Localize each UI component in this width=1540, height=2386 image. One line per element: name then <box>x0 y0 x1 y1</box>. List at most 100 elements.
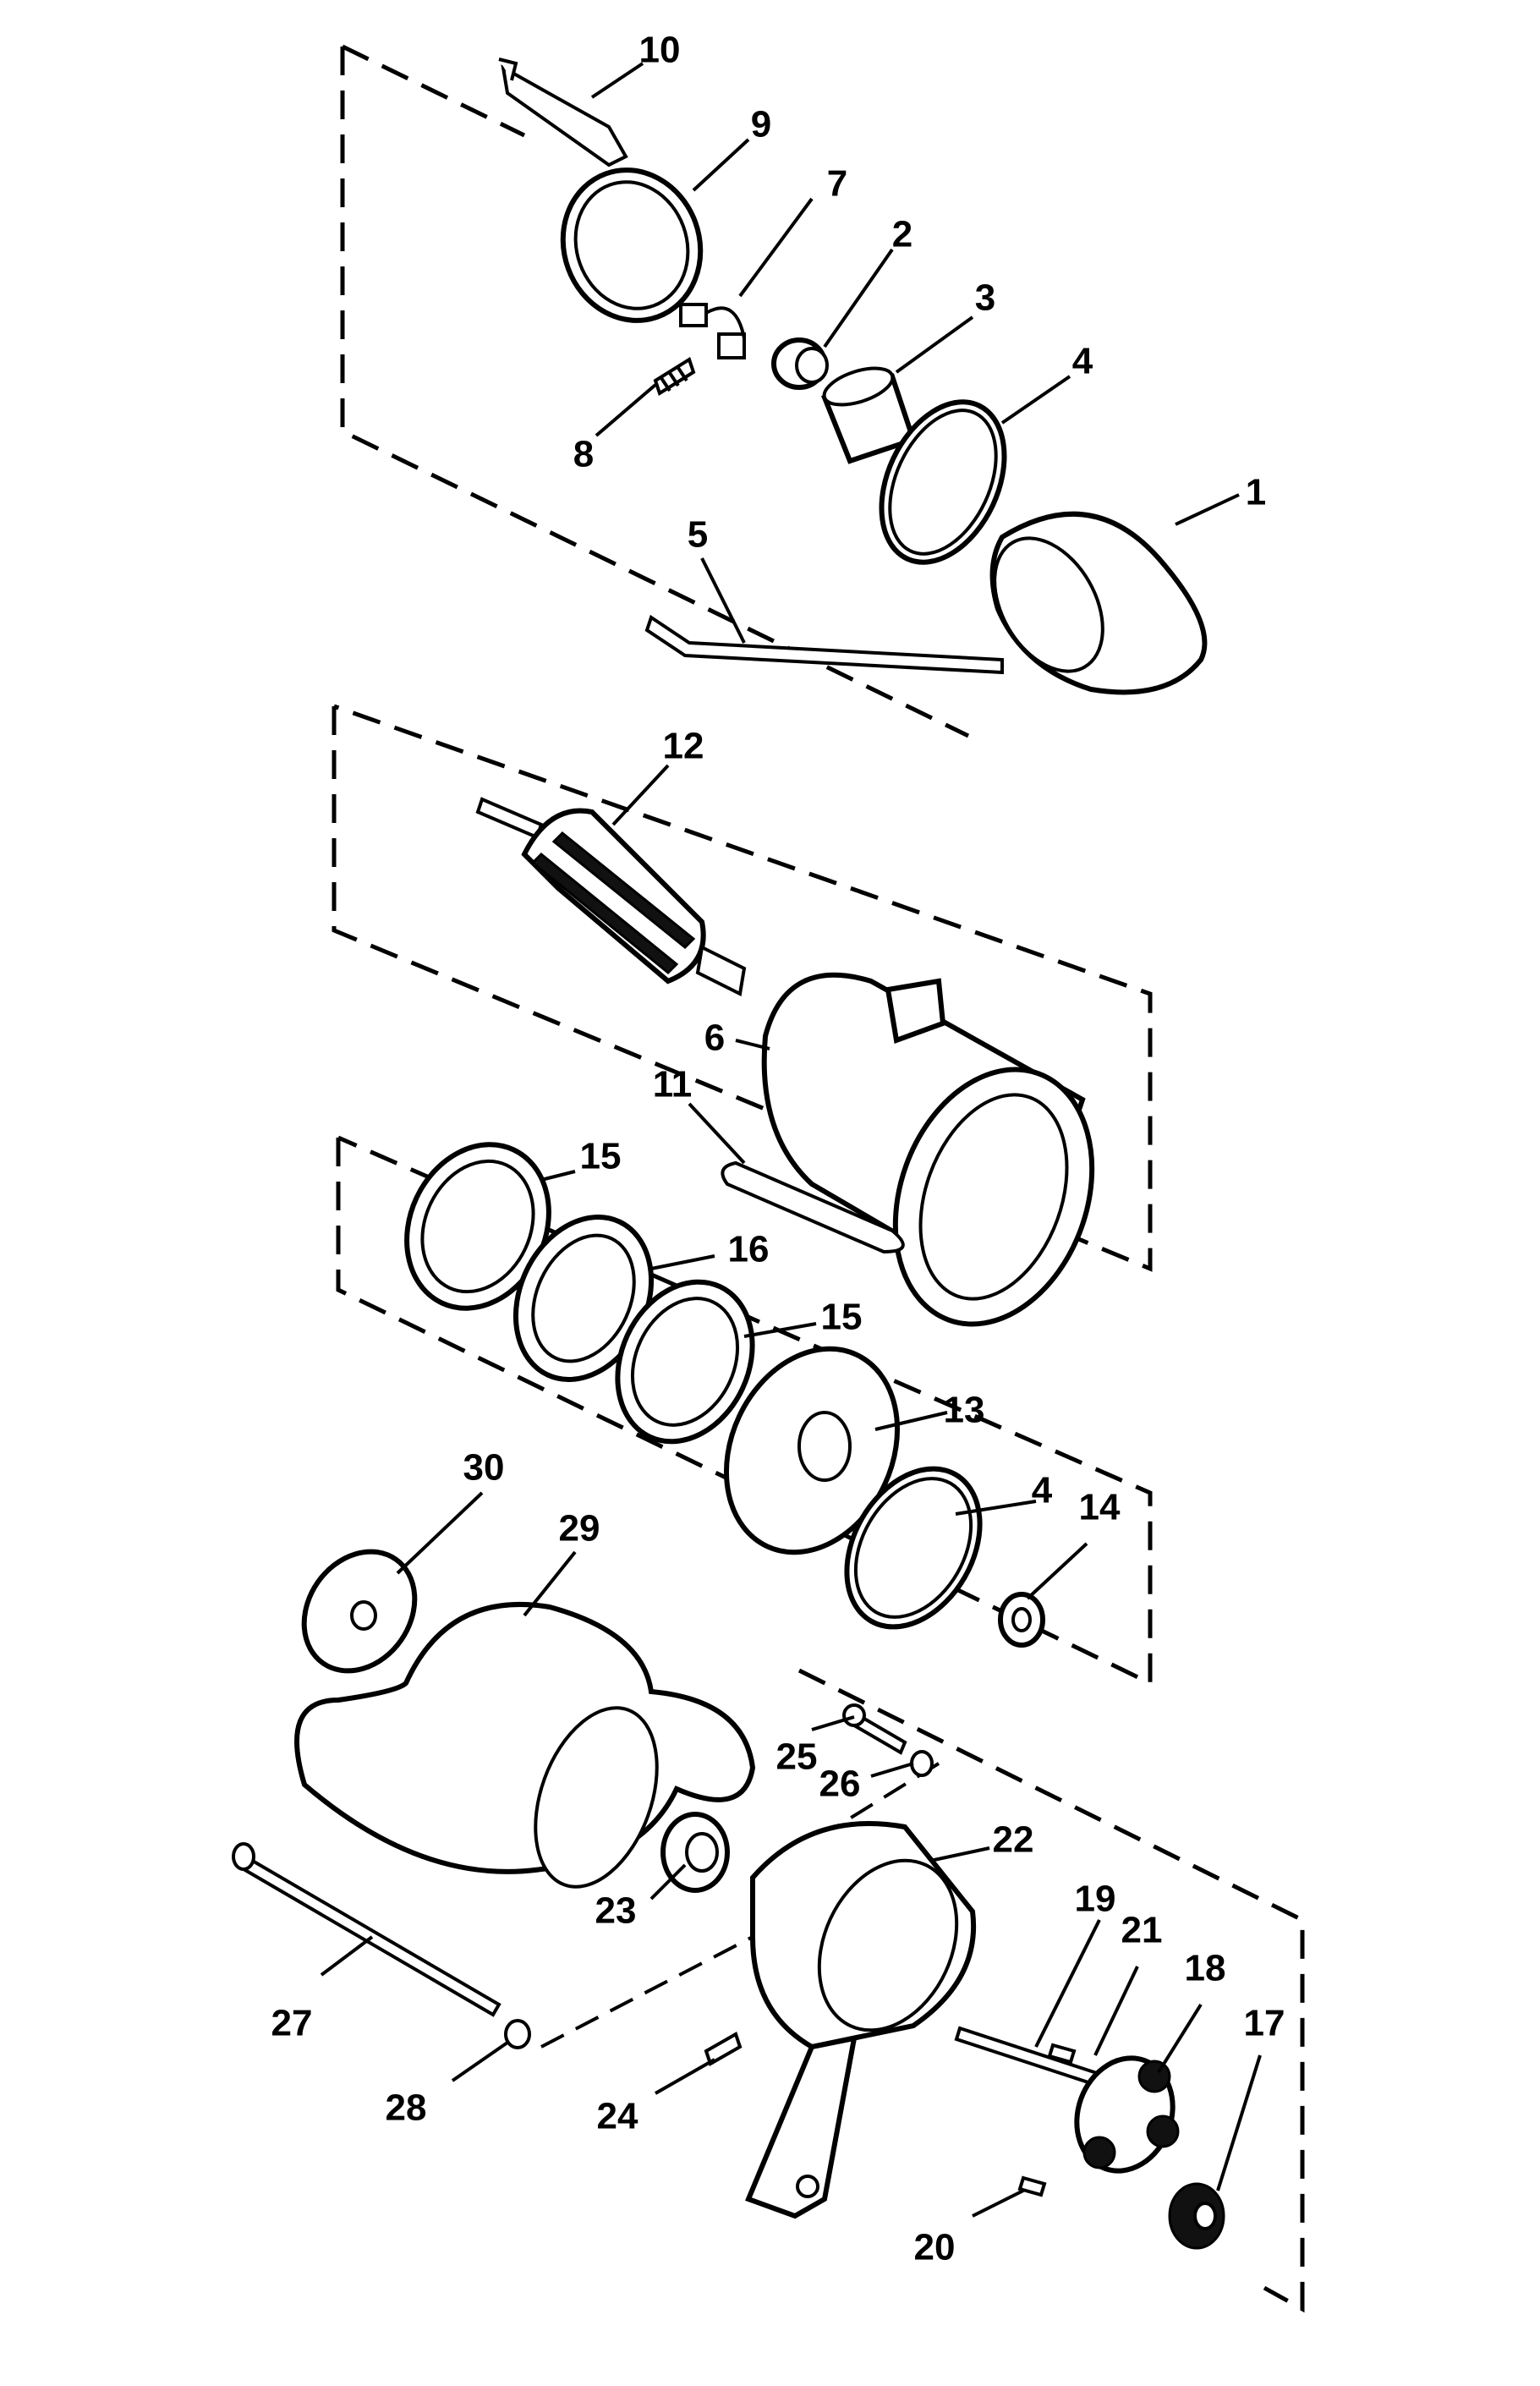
part-15-plate-upper <box>404 1142 551 1311</box>
callout-30: 30 <box>463 1447 505 1489</box>
leader-1 <box>1175 493 1240 526</box>
callout-18: 18 <box>1185 1948 1226 1989</box>
leader-28 <box>451 2041 509 2082</box>
callout-17: 17 <box>1244 2003 1285 2044</box>
part-18-gear-carrier <box>1074 2055 1180 2174</box>
leader-21 <box>1093 1966 1139 2056</box>
leader-2 <box>823 248 894 348</box>
callout-21: 21 <box>1121 1910 1163 1951</box>
callout-9: 9 <box>751 104 771 145</box>
part-15-plate-lower <box>615 1279 755 1445</box>
part-3-sleeve <box>821 366 917 464</box>
callout-5: 5 <box>688 514 708 556</box>
callout-10: 10 <box>639 30 681 71</box>
callout-3: 3 <box>975 277 995 319</box>
part-4-o-ring-upper <box>879 399 1007 565</box>
callout-13: 13 <box>944 1390 985 1431</box>
part-8-spring <box>653 356 696 397</box>
part-9-brush-holder-ring <box>560 167 704 323</box>
callout-24: 24 <box>597 2096 638 2137</box>
leader-25 <box>811 1715 855 1731</box>
callout-27: 27 <box>271 2003 313 2044</box>
part-26-lockwasher <box>910 1750 934 1777</box>
part-20-pin <box>1017 2175 1047 2197</box>
callout-1: 1 <box>1246 472 1266 513</box>
part-10-clip <box>498 58 628 167</box>
callout-11: 11 <box>653 1064 693 1105</box>
leader-29 <box>523 1550 577 1617</box>
leader-13 <box>874 1411 948 1431</box>
leader-10 <box>590 62 644 99</box>
leader-22 <box>929 1846 990 1862</box>
leader-15a <box>540 1170 576 1182</box>
part-11-strip <box>721 1160 905 1254</box>
part-24-setscrew <box>704 2032 743 2066</box>
leader-11 <box>688 1102 746 1165</box>
leader-6 <box>735 1039 770 1050</box>
callout-6: 6 <box>704 1017 725 1059</box>
callout-22: 22 <box>993 1819 1034 1861</box>
leader-3 <box>895 315 974 374</box>
leader-27 <box>320 1935 374 1977</box>
part-7-brush <box>679 303 746 359</box>
leader-9 <box>692 138 750 192</box>
leader-18 <box>1157 2003 1203 2074</box>
callout-15-upper: 15 <box>580 1136 622 1177</box>
group-outline-motor <box>332 704 1153 1272</box>
callout-23: 23 <box>595 1890 637 1932</box>
leader-8 <box>595 383 657 437</box>
part-25-screw <box>842 1703 907 1755</box>
part-28-washer <box>504 2019 531 2049</box>
part-4-o-ring-lower <box>844 1466 983 1630</box>
group-outline-end-cap-top <box>341 44 526 138</box>
callout-7: 7 <box>827 163 847 205</box>
callout-2: 2 <box>892 214 912 255</box>
part-1-end-cap <box>989 511 1208 695</box>
callout-16: 16 <box>728 1229 770 1270</box>
leader-14 <box>1026 1542 1088 1600</box>
part-17-pinion <box>1168 2182 1225 2250</box>
leader-5 <box>700 557 746 644</box>
callout-20: 20 <box>914 2227 956 2268</box>
leader-24 <box>655 2058 715 2095</box>
group-outline-lower <box>797 1668 1305 2313</box>
part-29-propeller <box>294 1602 756 1889</box>
part-2-bushing <box>771 337 829 390</box>
part-13-carrier <box>723 1346 901 1555</box>
callout-4-lower: 4 <box>1032 1470 1053 1511</box>
part-22-housing-bracket <box>745 1821 977 2219</box>
part-14-washer <box>998 1592 1045 1648</box>
callout-15-lower: 15 <box>821 1297 863 1338</box>
leader-16 <box>650 1254 715 1270</box>
group-outline-end-cap <box>340 47 970 738</box>
leader-23 <box>649 1863 687 1901</box>
part-16-ring-gear <box>512 1214 655 1383</box>
part-30-thrust-washer <box>301 1549 418 1674</box>
part-27-thru-bolt <box>232 1842 501 2017</box>
callout-4-upper: 4 <box>1072 341 1093 382</box>
leader-30 <box>396 1491 484 1575</box>
leader-19 <box>1034 1919 1101 2048</box>
callout-28: 28 <box>386 2087 427 2129</box>
callout-25: 25 <box>776 1736 818 1778</box>
part-6-field-frame <box>761 972 1095 1327</box>
part-5-rod <box>644 614 1004 675</box>
leader-4a <box>1000 375 1071 425</box>
leader-7 <box>738 197 814 298</box>
callout-8: 8 <box>573 434 594 475</box>
part-21-pin <box>1047 2043 1077 2065</box>
leader-17 <box>1216 2054 1262 2191</box>
leader-20 <box>972 2189 1024 2218</box>
callout-19: 19 <box>1075 1879 1116 1920</box>
leader-4b <box>955 1500 1037 1516</box>
callout-14: 14 <box>1079 1487 1121 1528</box>
part-12-armature <box>475 797 747 996</box>
callout-12: 12 <box>663 726 704 767</box>
callout-29: 29 <box>559 1508 600 1550</box>
callout-26: 26 <box>819 1763 861 1805</box>
part-19-shaft <box>954 2026 1102 2087</box>
dash-line-bolt <box>540 1935 754 2049</box>
leader-12 <box>611 764 670 826</box>
leader-26 <box>870 1762 914 1778</box>
